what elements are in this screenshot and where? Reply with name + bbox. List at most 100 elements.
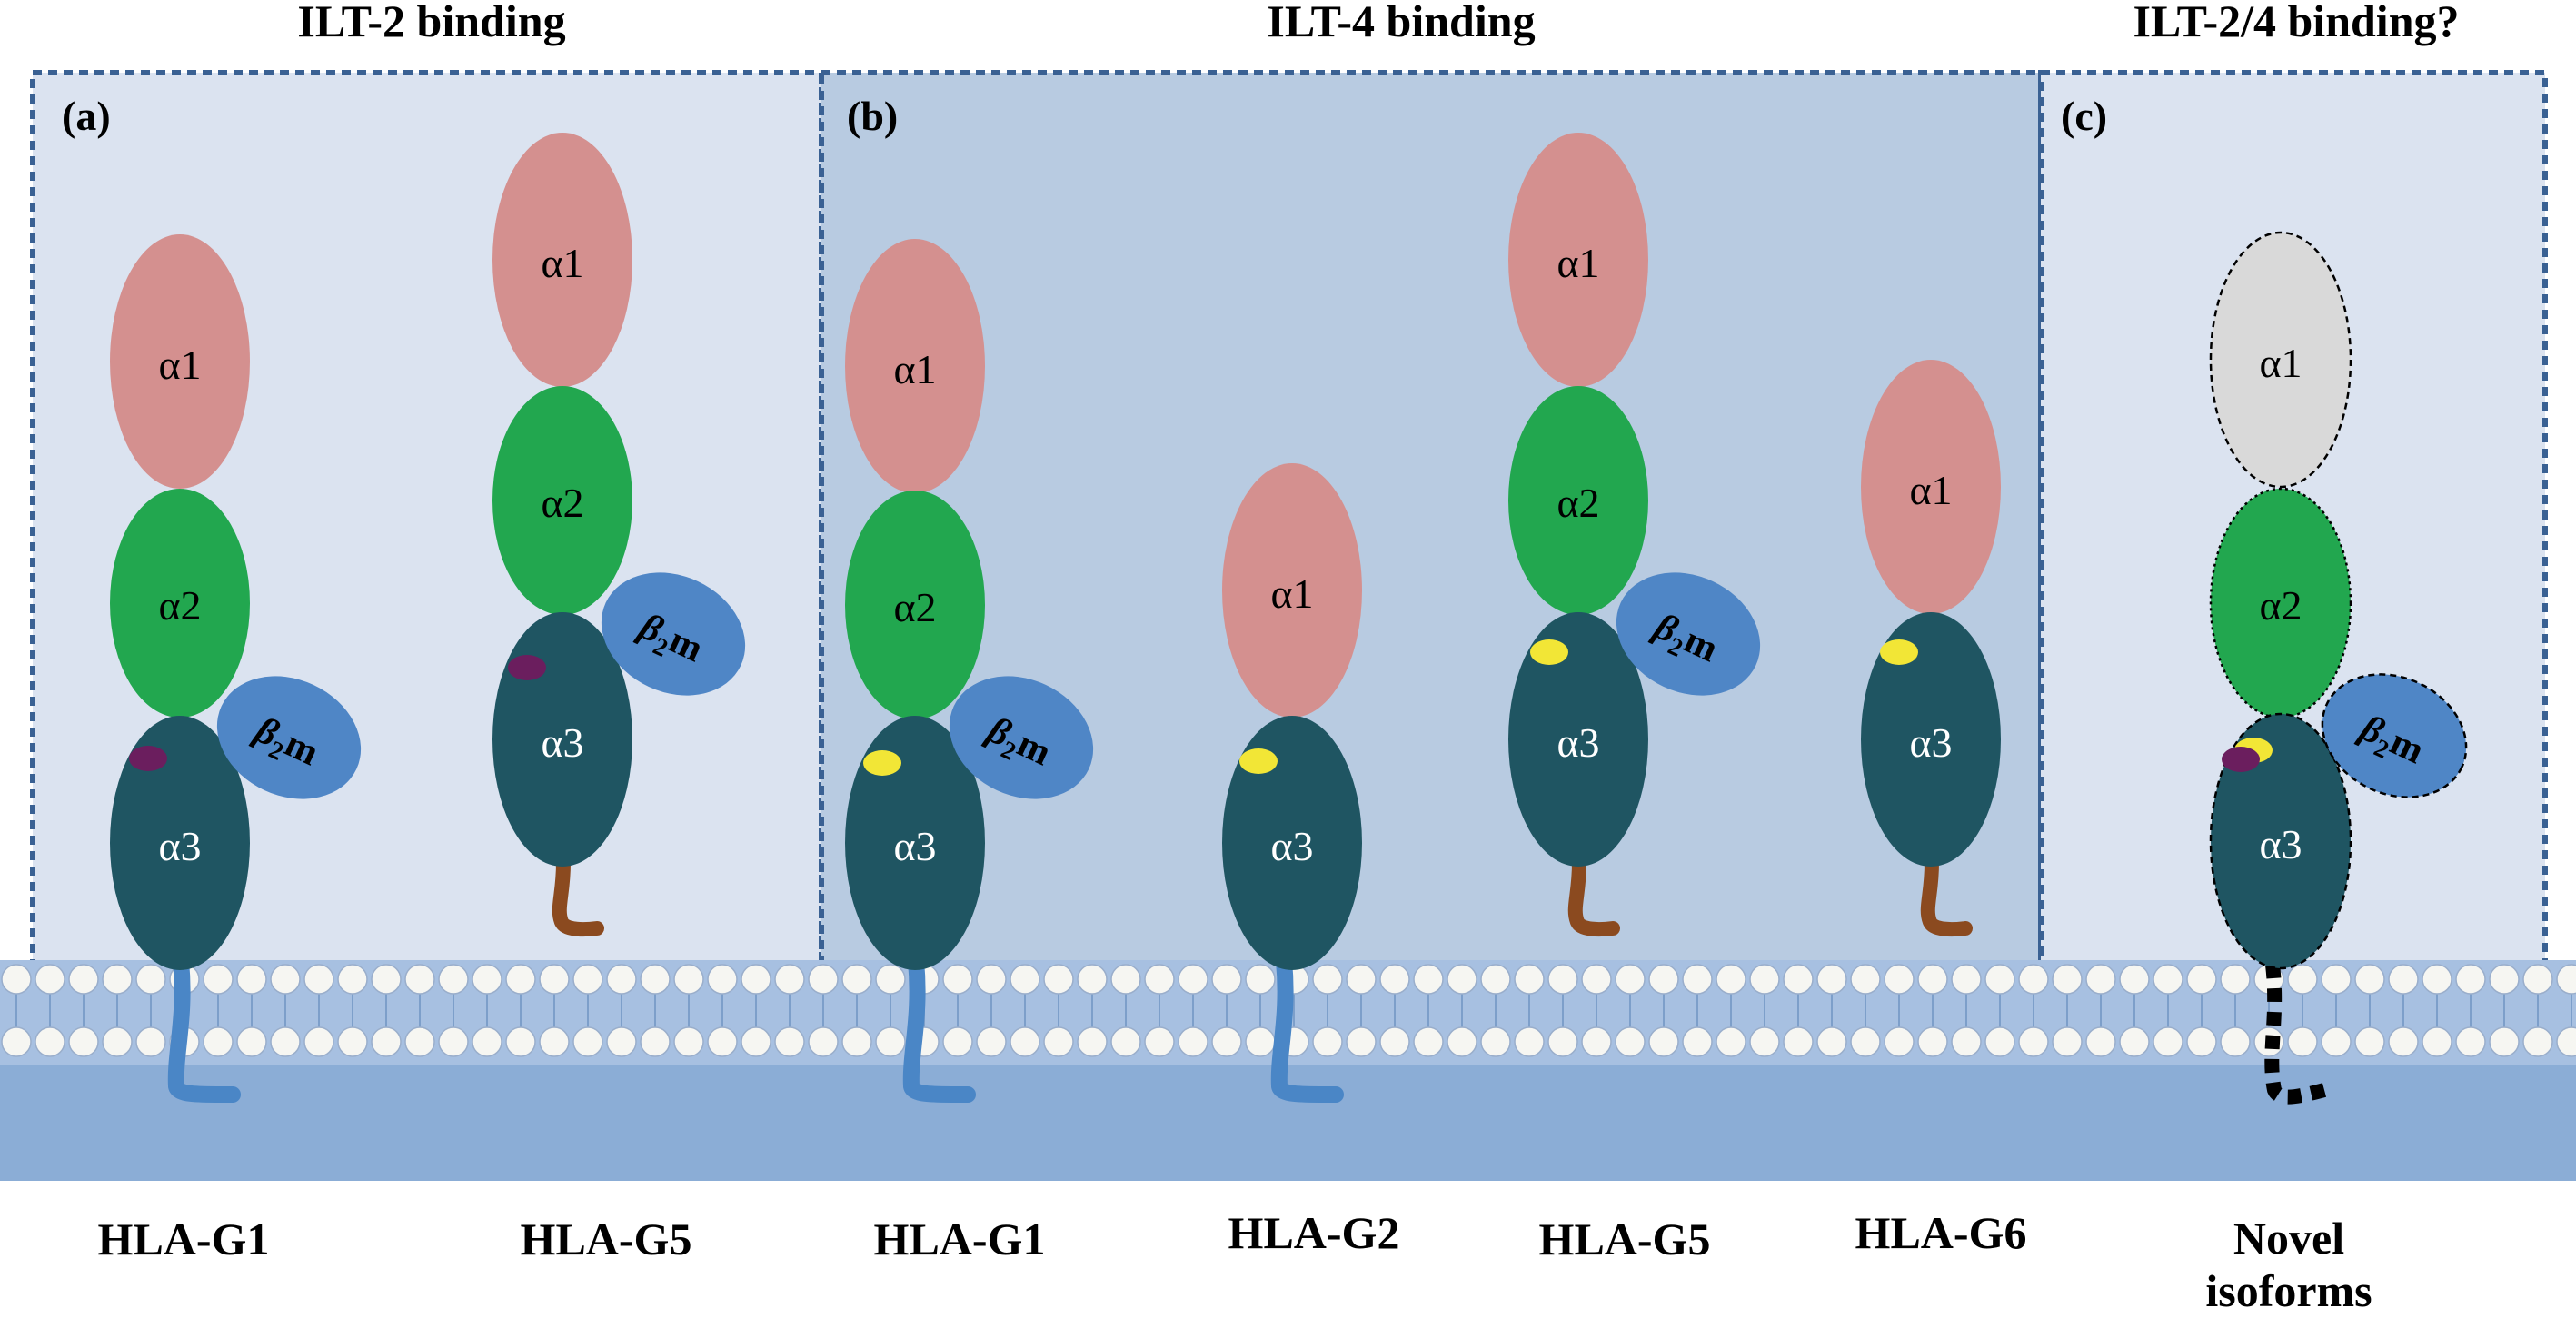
lipid-head xyxy=(774,1026,805,1057)
transmembrane-tail-g1-a xyxy=(167,953,241,1104)
lipid-head xyxy=(2153,1026,2183,1057)
lipid-head xyxy=(1346,1026,1377,1057)
ilt4-binding-site xyxy=(1530,639,1568,665)
alpha1-label: α1 xyxy=(1270,570,1313,617)
panel-label-c: (c) xyxy=(2061,93,2107,139)
lipid-head xyxy=(1884,1026,1915,1057)
alpha2-label: α2 xyxy=(1557,480,1599,526)
lipid-head xyxy=(2321,964,2352,995)
b2m-domain xyxy=(216,676,362,799)
molecule-hla-g1-panel-a: α1 α2 α3 β2m xyxy=(110,234,362,970)
lipid-head xyxy=(371,964,402,995)
lipid-head xyxy=(1413,964,1444,995)
lipid-head xyxy=(942,964,973,995)
lipid-head xyxy=(2422,964,2452,995)
lipid-head xyxy=(1547,964,1578,995)
lipid-head xyxy=(2388,964,2419,995)
soluble-tail-g5-a xyxy=(552,856,604,937)
lipid-head xyxy=(1917,1026,1948,1057)
lipid-tails xyxy=(15,994,2572,1027)
lipid-head xyxy=(2354,1026,2385,1057)
alpha3-domain xyxy=(845,716,985,970)
ilt4-binding-site xyxy=(1880,639,1918,665)
panel-label-a: (a) xyxy=(62,93,111,139)
alpha1-domain xyxy=(845,239,985,493)
lipid-head xyxy=(841,1026,872,1057)
lipid-head xyxy=(337,964,368,995)
alpha3-label: α3 xyxy=(541,719,583,766)
alpha3-domain xyxy=(110,716,250,970)
lipid-head xyxy=(640,964,671,995)
lipid-head xyxy=(1178,964,1208,995)
b2m-domain xyxy=(601,572,746,696)
alpha1-label: α1 xyxy=(1557,240,1599,286)
lipid-head xyxy=(1816,964,1847,995)
lipid-head xyxy=(1110,964,1141,995)
alpha3-domain xyxy=(2209,712,2352,970)
molecule-hla-g5-panel-b: α1 α2 α3 β2m xyxy=(1508,133,1761,867)
lipid-head xyxy=(2220,1026,2251,1057)
lipid-head xyxy=(1447,1026,1477,1057)
lipid-head xyxy=(102,964,133,995)
lipid-head xyxy=(2422,1026,2452,1057)
molecule-hla-g2-panel-b: α1 α3 xyxy=(1222,463,1362,970)
lipid-head xyxy=(741,964,771,995)
lipid-head xyxy=(337,1026,368,1057)
lipid-head xyxy=(707,1026,738,1057)
alpha1-label: α1 xyxy=(2259,340,2302,386)
lipid-head xyxy=(1581,1026,1612,1057)
soluble-tail-g5-b xyxy=(1567,856,1620,937)
isoform-label-hla-g1-b: HLA-G1 xyxy=(874,1214,1046,1264)
lipid-head xyxy=(135,1026,166,1057)
lipid-head xyxy=(203,1026,234,1057)
lipid-head xyxy=(1178,1026,1208,1057)
lipid-head xyxy=(1043,964,1074,995)
lipid-head xyxy=(1783,1026,1814,1057)
lipid-head xyxy=(35,1026,65,1057)
lipid-head xyxy=(2186,964,2217,995)
lipid-head xyxy=(1312,1026,1343,1057)
lipid-head xyxy=(1749,964,1780,995)
lipid-head xyxy=(2153,964,2183,995)
lipid-head xyxy=(2388,1026,2419,1057)
alpha1-domain xyxy=(1222,463,1362,718)
lipid-head xyxy=(1682,964,1713,995)
transmembrane-tail-g2-b xyxy=(1270,953,1344,1104)
lipid-head xyxy=(438,1026,469,1057)
alpha1-label: α1 xyxy=(893,346,936,392)
lipid-head xyxy=(505,964,536,995)
alpha1-domain xyxy=(1861,360,2001,614)
alpha1-label: α1 xyxy=(158,342,201,388)
lipid-head xyxy=(1379,1026,1410,1057)
panel-label-b: (b) xyxy=(847,93,898,139)
lipid-head xyxy=(1581,964,1612,995)
lipid-head xyxy=(270,964,301,995)
lipid-head xyxy=(808,964,839,995)
lipid-head xyxy=(2556,1026,2576,1057)
isoform-label-novel-line2: isoforms xyxy=(2205,1265,2372,1316)
lipid-head xyxy=(1816,1026,1847,1057)
lipid-head xyxy=(1547,1026,1578,1057)
lipid-head xyxy=(2052,964,2083,995)
lipid-head xyxy=(1480,964,1511,995)
lipid-heads-inner xyxy=(1,1026,2576,1057)
lipid-head xyxy=(371,1026,402,1057)
lipid-head xyxy=(404,1026,435,1057)
lipid-head xyxy=(1144,1026,1175,1057)
lipid-head xyxy=(1245,1026,1276,1057)
lipid-head xyxy=(1615,964,1646,995)
lipid-head xyxy=(1682,1026,1713,1057)
alpha2-domain xyxy=(1508,386,1648,615)
lipid-head xyxy=(1077,964,1108,995)
isoform-label-hla-g6-b: HLA-G6 xyxy=(1855,1207,2027,1258)
lipid-head xyxy=(1010,964,1040,995)
lipid-head xyxy=(2220,964,2251,995)
lipid-head xyxy=(2018,964,2049,995)
lipid-head xyxy=(1110,1026,1141,1057)
alpha3-label: α3 xyxy=(893,823,936,869)
header-ilt4-binding: ILT-4 binding xyxy=(1267,0,1535,46)
molecule-hla-g6-panel-b: α1 α3 xyxy=(1861,360,2001,867)
ilt2-binding-site xyxy=(2222,747,2260,772)
lipid-head xyxy=(976,1026,1007,1057)
